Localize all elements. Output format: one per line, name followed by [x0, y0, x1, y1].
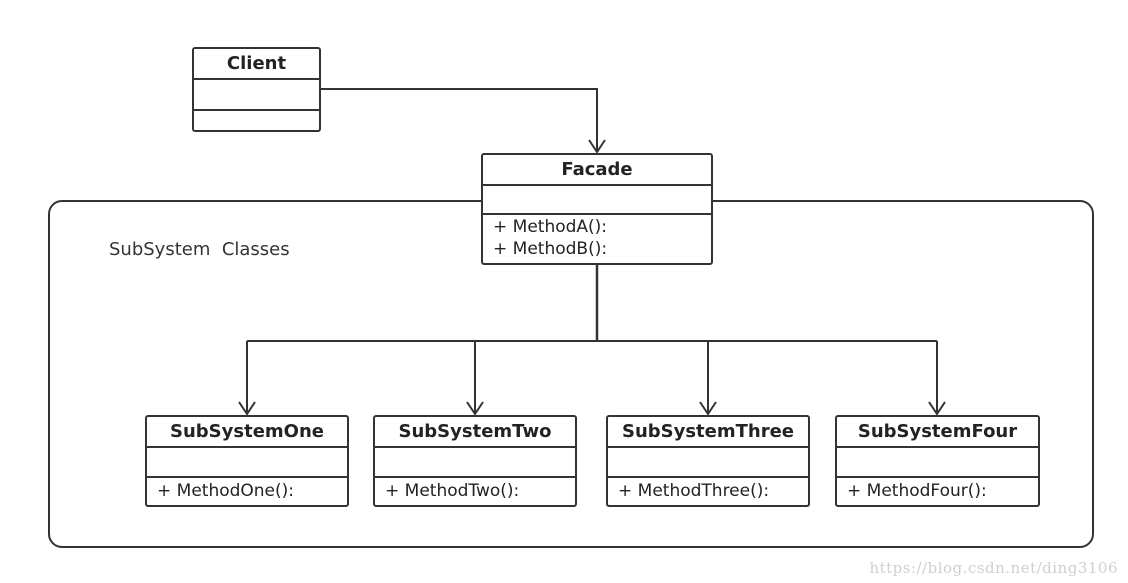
class-subsystem-two-operations: + MethodTwo(): — [375, 478, 575, 505]
facade-operation-method-a: + MethodA(): — [493, 217, 608, 237]
class-subsystem-one[interactable]: SubSystemOne + MethodOne(): — [145, 415, 349, 507]
subsystem-three-operation: + MethodThree(): — [618, 481, 770, 501]
class-subsystem-one-name: SubSystemOne — [147, 417, 347, 448]
class-subsystem-one-attributes — [147, 448, 347, 478]
class-client-attributes — [194, 80, 319, 111]
facade-to-subsystemthree-arrowhead — [699, 401, 717, 416]
class-subsystem-three-name: SubSystemThree — [608, 417, 808, 448]
facade-to-subsystemone-arrowhead — [238, 401, 256, 416]
class-client[interactable]: Client — [192, 47, 321, 132]
class-client-name: Client — [194, 49, 319, 80]
facade-to-subsystemfour-arrowhead — [928, 401, 946, 416]
class-subsystem-two-attributes — [375, 448, 575, 478]
class-subsystem-four-name: SubSystemFour — [837, 417, 1038, 448]
class-facade-attributes — [483, 186, 711, 215]
subsystem-two-operation: + MethodTwo(): — [385, 481, 520, 501]
class-subsystem-four-operations: + MethodFour(): — [837, 478, 1038, 505]
class-subsystem-four[interactable]: SubSystemFour + MethodFour(): — [835, 415, 1040, 507]
class-subsystem-two-name: SubSystemTwo — [375, 417, 575, 448]
client-to-facade-arrowhead — [588, 139, 606, 154]
class-subsystem-three[interactable]: SubSystemThree + MethodThree(): — [606, 415, 810, 507]
class-subsystem-two[interactable]: SubSystemTwo + MethodTwo(): — [373, 415, 577, 507]
subsystem-four-operation: + MethodFour(): — [847, 481, 987, 501]
class-facade[interactable]: Facade + MethodA(): + MethodB(): — [481, 153, 713, 265]
client-to-facade-connector — [320, 88, 598, 152]
facade-to-subsystemtwo-arrowhead — [466, 401, 484, 416]
class-client-operations — [194, 111, 319, 130]
class-subsystem-four-attributes — [837, 448, 1038, 478]
class-facade-operations: + MethodA(): + MethodB(): — [483, 215, 711, 263]
class-subsystem-three-attributes — [608, 448, 808, 478]
facade-operation-method-b: + MethodB(): — [493, 239, 608, 259]
class-facade-name: Facade — [483, 155, 711, 186]
watermark-url: https://blog.csdn.net/ding3106 — [869, 559, 1118, 577]
subsystem-one-operation: + MethodOne(): — [157, 481, 295, 501]
class-subsystem-three-operations: + MethodThree(): — [608, 478, 808, 505]
class-subsystem-one-operations: + MethodOne(): — [147, 478, 347, 505]
subsystem-package-label: SubSystem Classes — [109, 239, 290, 260]
